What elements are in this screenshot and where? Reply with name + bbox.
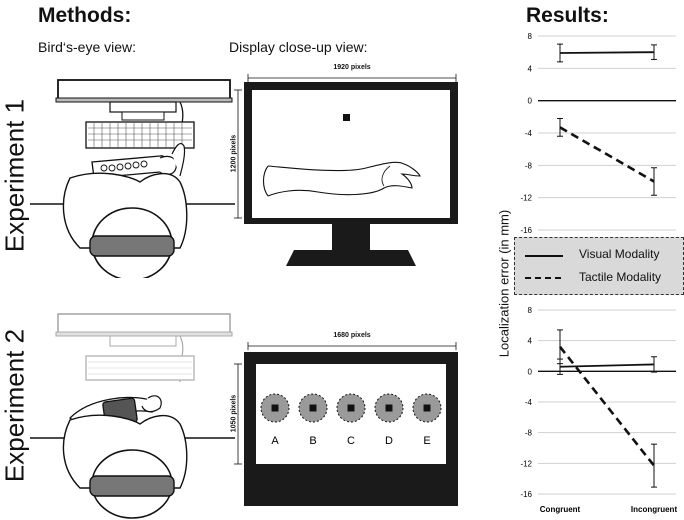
target-label-E: E: [423, 435, 430, 447]
y-tick-label: 0: [528, 97, 533, 106]
y-tick-label: -8: [525, 429, 533, 438]
target-square-E: [423, 404, 431, 412]
target-square-B: [309, 404, 317, 412]
target-label-B: B: [309, 435, 316, 447]
y-tick-label: -12: [520, 194, 532, 203]
display-closeup-exp1: 1920 pixels 1200 pixels: [230, 56, 464, 276]
birds-eye-heading: Bird‘s-eye view:: [38, 39, 137, 55]
target-label-C: C: [347, 435, 355, 447]
birds-eye-illustration-exp1: [30, 79, 235, 278]
legend: Visual Modality Tactile Modality: [514, 237, 684, 295]
target-square-C: [347, 404, 355, 412]
y-tick-label: -4: [525, 129, 533, 138]
y-tick-label: 8: [528, 306, 533, 315]
exp2-width-label: 1680 pixels: [333, 332, 371, 339]
target-label-D: D: [385, 435, 393, 447]
series-line-visual: [559, 363, 655, 368]
exp2-height-label: 1050 pixels: [230, 394, 238, 433]
results-chart-exp1: 8 4 0 -4 -8 -12 -16: [520, 32, 676, 235]
y-tick-label: -16: [520, 226, 532, 235]
experiment-2-label: Experiment 2: [0, 328, 30, 483]
y-tick-label: 0: [528, 367, 533, 376]
y-tick-label: 8: [528, 32, 533, 41]
display-closeup-exp2: 1680 pixels 1050 pixels A B C D E: [230, 330, 464, 510]
methods-heading: Methods:: [38, 4, 132, 27]
y-tick-label: -12: [520, 459, 532, 468]
y-axis-label: Localization error (in mm): [496, 209, 512, 358]
birds-eye-illustration-exp2: [30, 313, 235, 519]
y-tick-label: 4: [528, 337, 533, 346]
legend-visual-label: Visual Modality: [579, 247, 660, 261]
target-label-A: A: [271, 435, 279, 447]
y-tick-label: -4: [525, 398, 533, 407]
x-category-label: Congruent: [540, 505, 581, 514]
exp1-width-label: 1920 pixels: [333, 64, 371, 71]
series-line-tactile: [559, 126, 655, 183]
results-heading: Results:: [526, 4, 609, 27]
series-line-visual: [559, 51, 655, 54]
display-closeup-heading: Display close-up view:: [229, 39, 368, 55]
legend-tactile-label: Tactile Modality: [579, 270, 662, 284]
exp1-height-label: 1200 pixels: [230, 134, 238, 173]
y-tick-label: -16: [520, 490, 532, 499]
target-square-D: [385, 404, 393, 412]
x-category-label: Incongruent: [631, 505, 678, 514]
target-row: A B C D E: [256, 392, 446, 452]
target-square-A: [271, 404, 279, 412]
y-tick-label: -8: [525, 161, 533, 170]
experiment-1-label: Experiment 1: [0, 98, 30, 253]
y-tick-label: 4: [528, 64, 533, 73]
